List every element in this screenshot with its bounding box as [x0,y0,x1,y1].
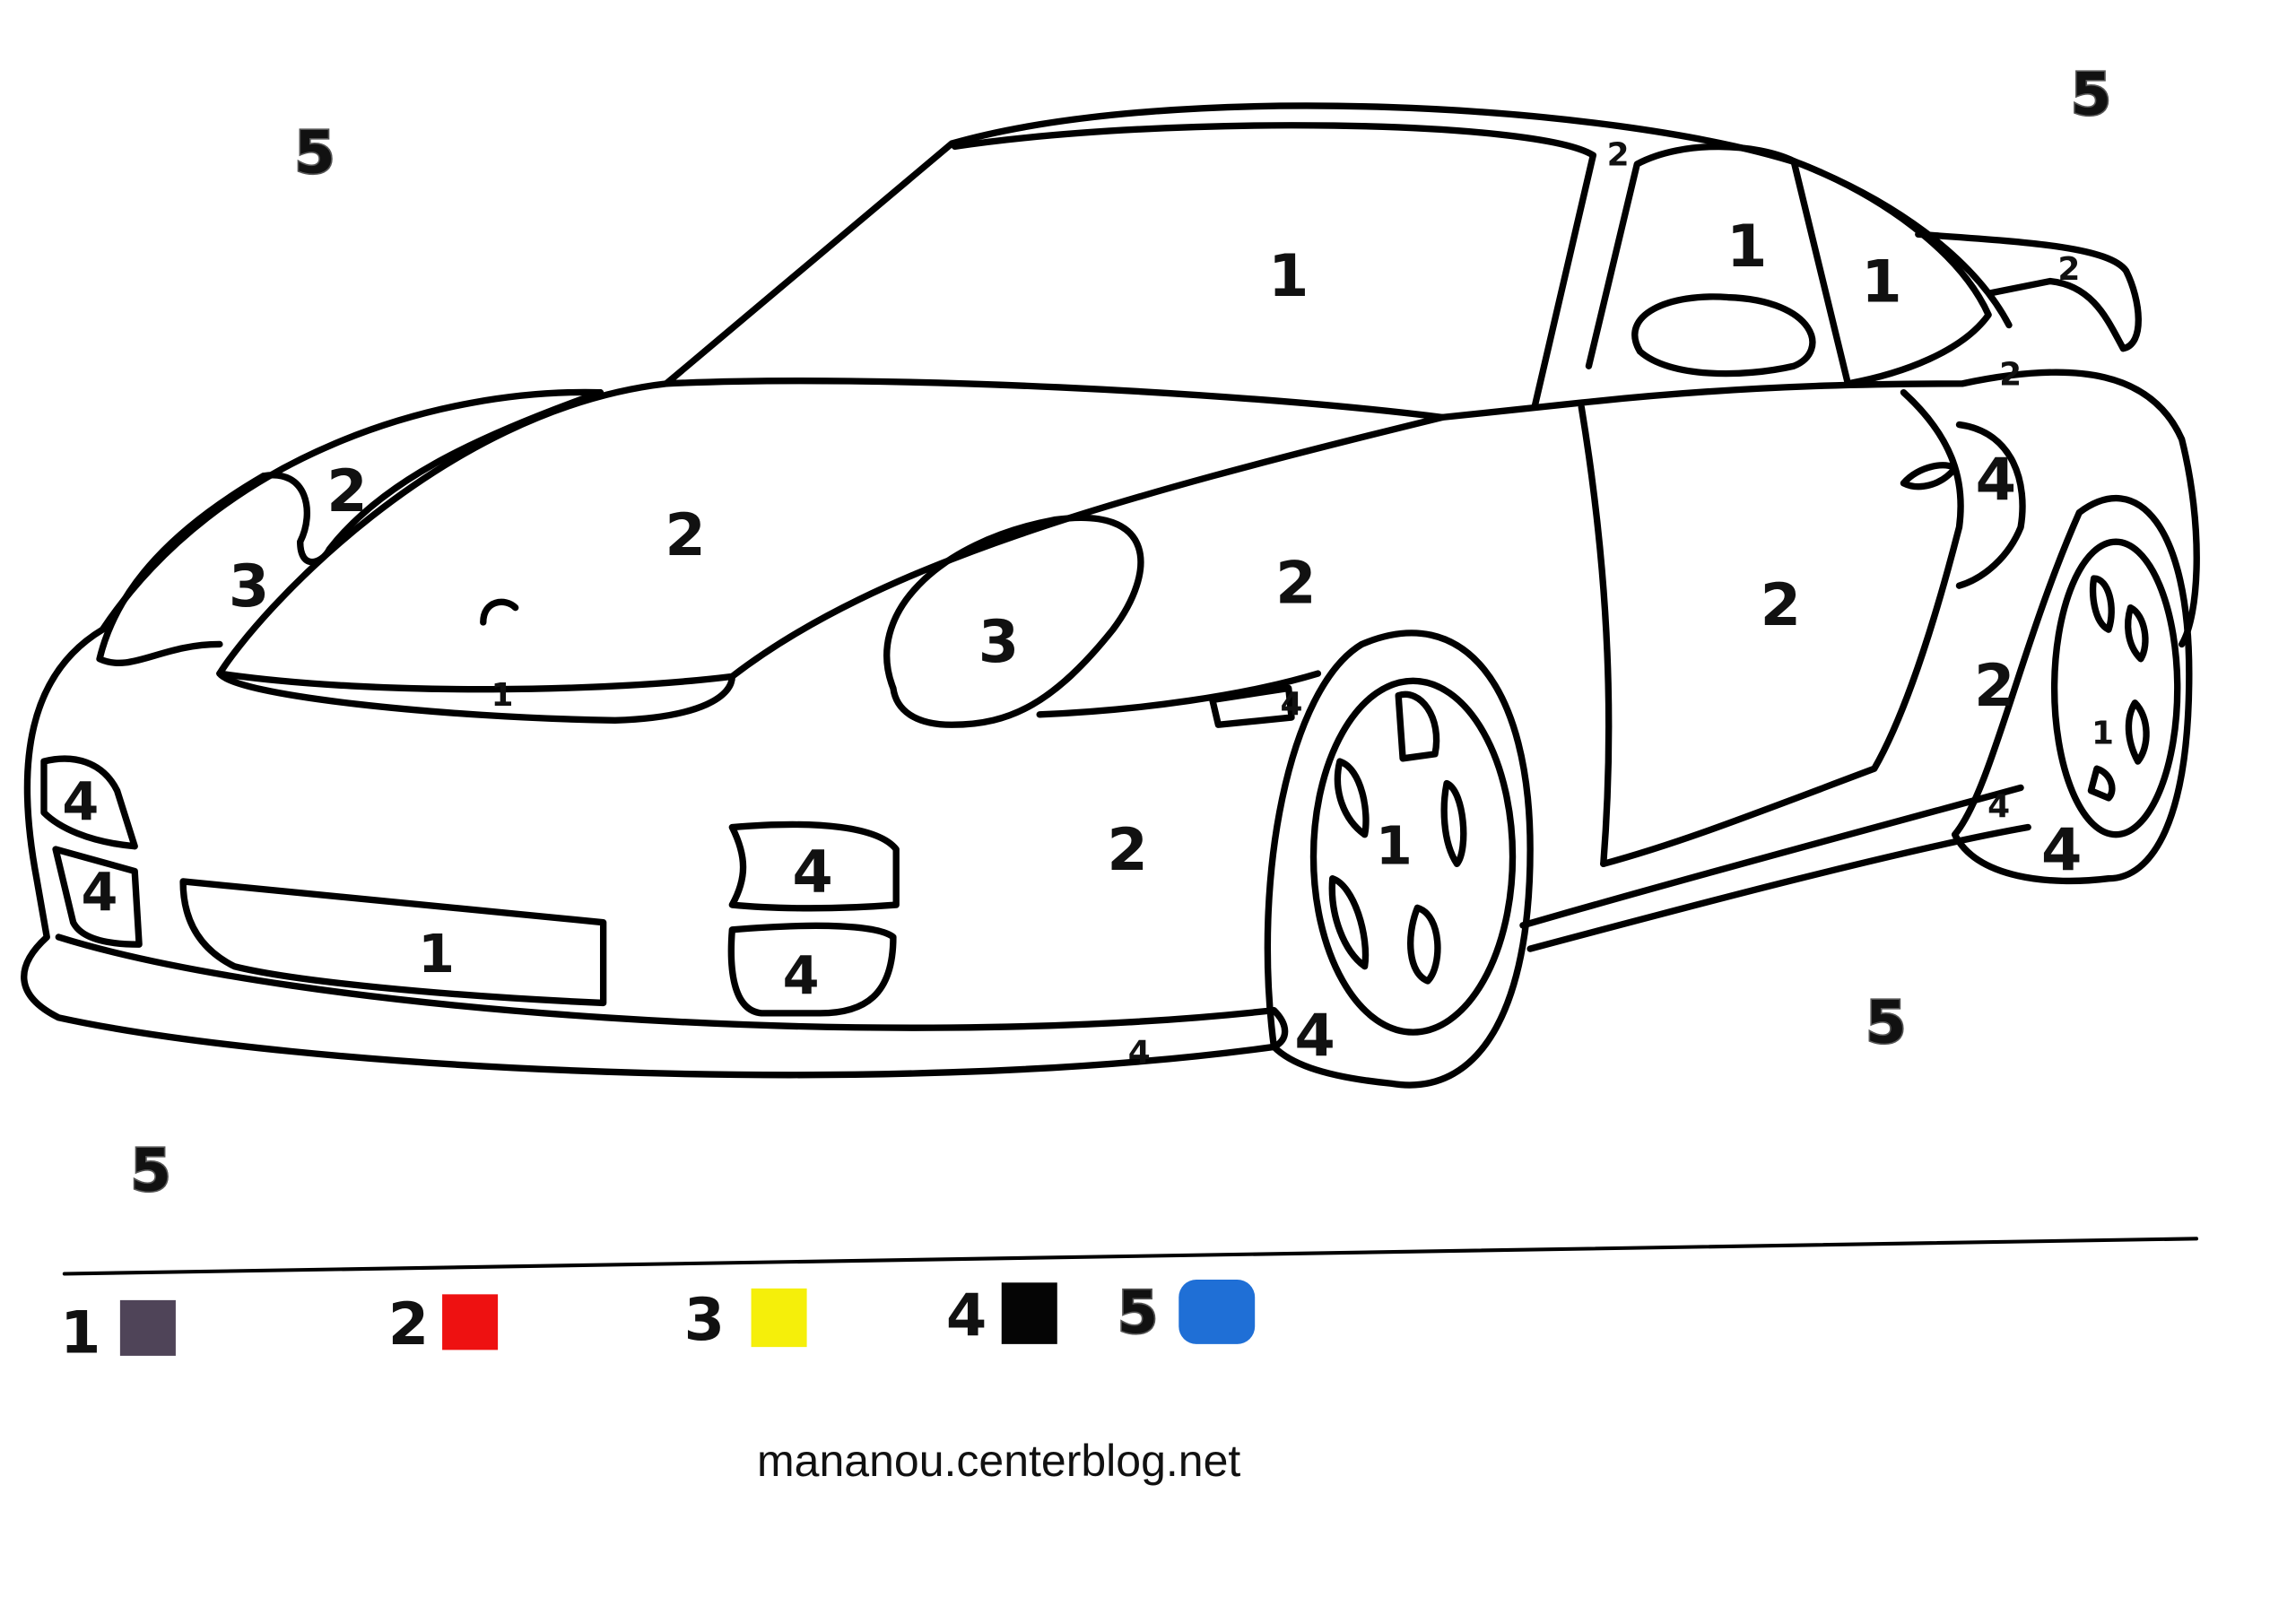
legend-swatch-black [1001,1282,1057,1344]
color-legend: 1 2 3 4 5 [60,1277,1256,1368]
legend-item-2: 2 [388,1290,499,1359]
region-label-4: 4 [2041,816,2082,884]
region-label-1: 1 [1726,213,1767,281]
legend-swatch-blue [1178,1280,1256,1344]
legend-swatch-yellow [751,1288,807,1348]
region-label-3: 3 [978,608,1019,676]
region-label-2: 2 [1999,356,2022,393]
legend-number: 4 [946,1281,987,1350]
region-label-2: 2 [2057,251,2080,288]
legend-swatch-purple [119,1299,176,1356]
black-part-labels: 4 4 4 4 4 4 4 4 4 4 [62,446,2082,1072]
region-label-2: 2 [1974,652,2014,720]
legend-item-5: 5 [1116,1277,1256,1348]
legend-number: 1 [60,1299,100,1368]
region-label-4: 4 [1128,1034,1151,1071]
region-label-2: 2 [1107,816,1147,884]
region-label-5: 5 [1866,989,1906,1057]
region-label-5: 5 [130,1136,170,1204]
website-credit: mananou.centerblog.net [757,1436,1241,1486]
region-label-1: 1 [1376,814,1413,876]
legend-item-1: 1 [60,1299,176,1368]
region-label-4: 4 [1987,788,2010,825]
legend-number: 3 [684,1286,725,1354]
region-label-4: 4 [783,945,820,1007]
region-label-3: 3 [229,552,269,621]
region-label-4: 4 [1294,1002,1335,1070]
legend-number: 2 [388,1290,429,1359]
region-label-2: 2 [1275,550,1316,618]
legend-number: 5 [1118,1279,1158,1347]
region-label-5: 5 [2071,60,2111,128]
car-outline [21,102,2200,1276]
region-label-1: 1 [1861,247,1901,316]
region-label-4: 4 [1281,686,1303,723]
legend-item-3: 3 [684,1286,807,1354]
light-labels: 3 3 [229,552,1019,676]
region-label-5: 5 [294,119,335,187]
legend-swatch-red [442,1294,499,1350]
region-label-4: 4 [82,862,118,924]
region-label-2: 2 [665,501,705,569]
region-label-2: 2 [1761,571,1801,639]
region-label-2: 2 [326,457,367,525]
region-label-4: 4 [1976,446,2016,514]
region-label-1: 1 [1268,242,1309,310]
region-label-4: 4 [62,770,99,832]
legend-item-4: 4 [946,1281,1057,1350]
region-label-1: 1 [418,923,455,985]
region-label-1: 1 [491,677,514,714]
region-label-4: 4 [792,838,832,906]
body-labels: 2 2 2 2 2 2 2 2 2 [326,137,2080,884]
region-label-2: 2 [1607,137,1630,174]
region-label-1: 1 [2092,715,2114,751]
window-labels: 1 1 1 1 1 1 1 [418,213,2114,985]
background-labels: 5 5 5 5 [129,59,2113,1206]
